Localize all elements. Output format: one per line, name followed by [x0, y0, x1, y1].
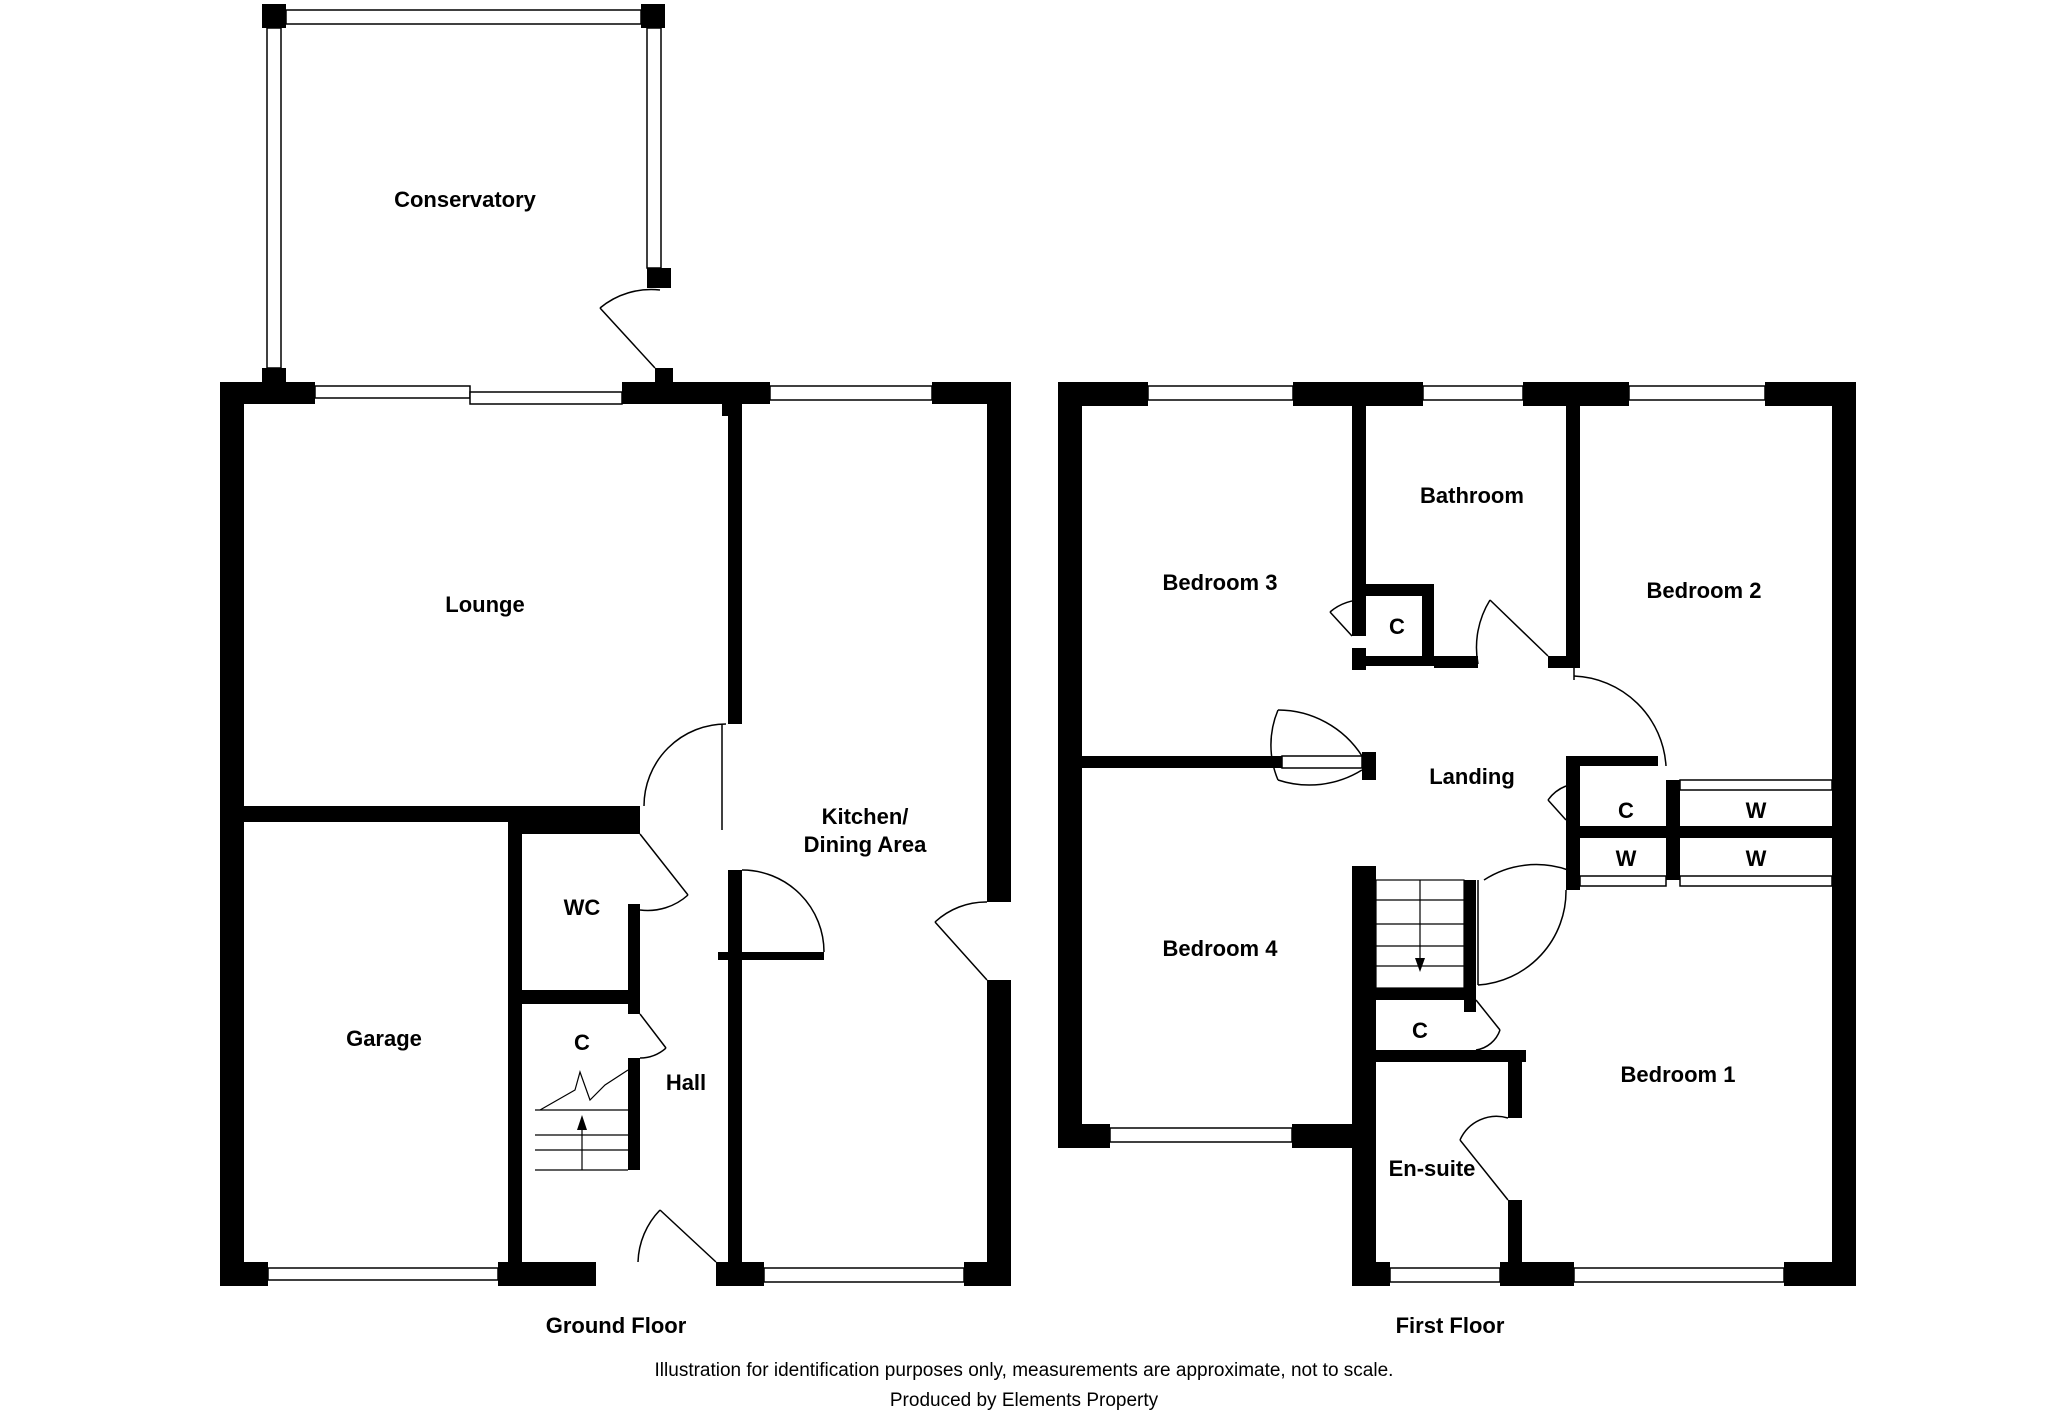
room-label-hall: Hall — [666, 1070, 706, 1095]
room-label-cupboard-landing: C — [1618, 798, 1634, 823]
room-label-bathroom: Bathroom — [1420, 483, 1524, 508]
first-floor-labels: Bedroom 3 Bathroom Bedroom 2 C Landing C… — [1163, 483, 1767, 1181]
producer-text: Produced by Elements Property — [890, 1390, 1159, 1411]
room-label-bedroom3: Bedroom 3 — [1163, 570, 1278, 595]
room-label-wardrobe-a: W — [1746, 798, 1767, 823]
first-floor-title: First Floor — [1396, 1313, 1505, 1338]
room-label-bedroom2: Bedroom 2 — [1647, 578, 1762, 603]
ground-floor-walls — [220, 382, 1011, 1286]
room-label-cupboard: C — [574, 1030, 590, 1055]
room-label-cupboard-bath: C — [1389, 614, 1405, 639]
room-label-landing: Landing — [1429, 764, 1515, 789]
ground-floor-plan: Conservatory Lounge Kitchen/ Dining Area… — [220, 4, 1011, 1338]
first-floor-walls — [1058, 382, 1856, 1286]
room-label-bedroom4: Bedroom 4 — [1163, 936, 1279, 961]
room-label-wardrobe-c: W — [1746, 846, 1767, 871]
ground-floor-stairs — [535, 1069, 629, 1171]
room-label-garage: Garage — [346, 1026, 422, 1051]
first-floor-plan: Bedroom 3 Bathroom Bedroom 2 C Landing C… — [1058, 382, 1856, 1338]
disclaimer-text: Illustration for identification purposes… — [655, 1360, 1394, 1381]
room-label-cupboard-stairs: C — [1412, 1018, 1428, 1043]
room-label-lounge: Lounge — [445, 592, 524, 617]
room-label-ensuite: En-suite — [1389, 1156, 1476, 1181]
ground-floor-labels: Conservatory Lounge Kitchen/ Dining Area… — [346, 187, 927, 1095]
ground-floor-title: Ground Floor — [546, 1313, 687, 1338]
room-label-wardrobe-b: W — [1616, 846, 1637, 871]
room-label-wc: WC — [564, 895, 601, 920]
room-label-bedroom1: Bedroom 1 — [1621, 1062, 1736, 1087]
room-label-kitchen-line1: Kitchen/ — [822, 804, 909, 829]
room-label-conservatory: Conservatory — [394, 187, 537, 212]
room-label-kitchen-line2: Dining Area — [804, 832, 927, 857]
first-floor-stairs — [1375, 879, 1465, 989]
